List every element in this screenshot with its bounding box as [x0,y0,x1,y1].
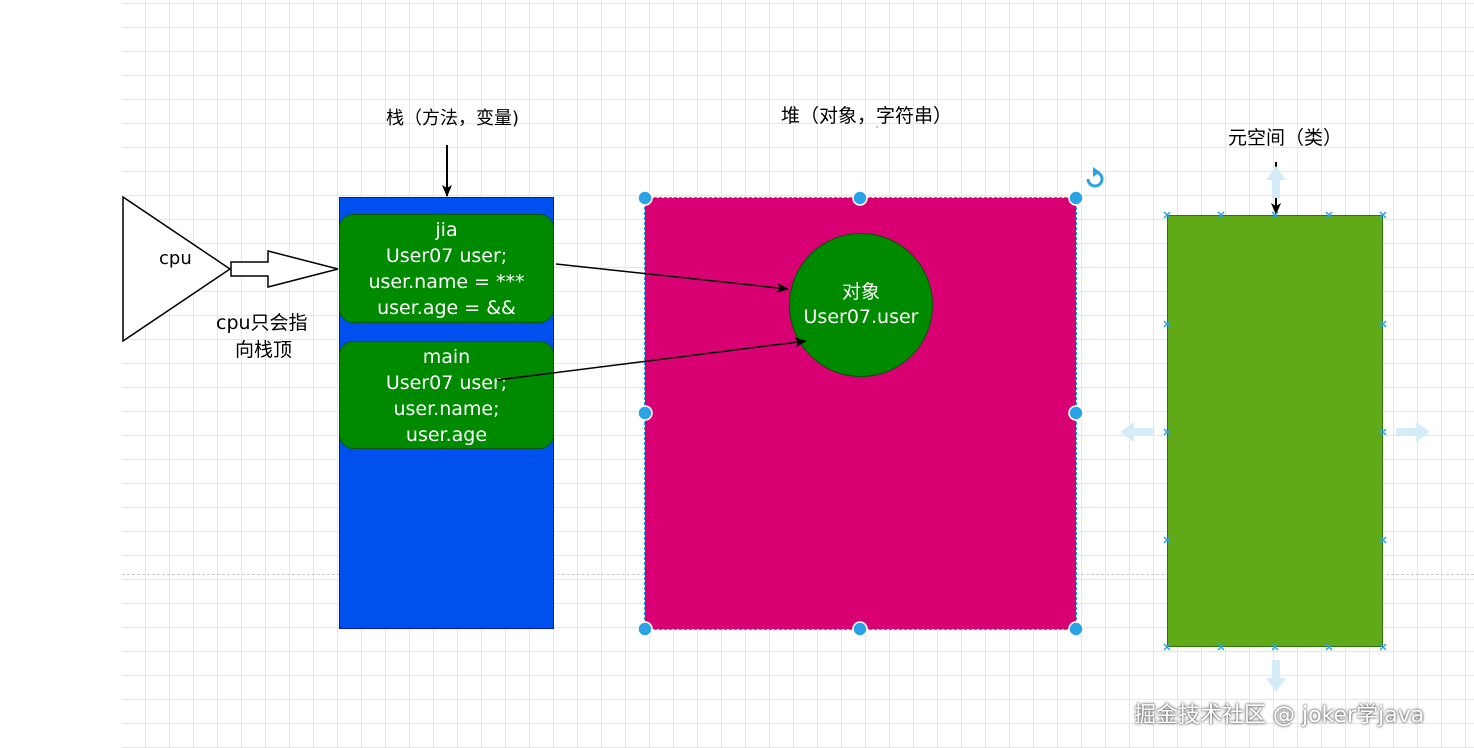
heap-title[interactable]: 堆（对象，字符串） [781,105,953,127]
stray-mark: ' [876,125,878,134]
metaspace-hover-arrows[interactable] [1120,166,1430,692]
frame-jia-line-4: user.age = && [377,297,516,319]
heap-object-circle[interactable]: 对象 User07.user [789,233,933,377]
metaspace-region[interactable] [1167,215,1383,647]
frame-main-line-3: user.name; [393,398,500,420]
frame-main-line-2: User07 user; [385,372,508,394]
heap-selection-handles[interactable] [637,190,1084,637]
frame-main-line-1: main [422,346,471,368]
stack-frame-main[interactable]: main User07 user; user.name; user.age [339,341,554,449]
cpu-label: cpu [159,248,192,269]
metaspace-connection-points[interactable] [1163,211,1387,651]
frame-jia-line-3: user.name = *** [368,271,525,293]
cpu-to-stack-arrow[interactable] [230,250,339,288]
object-label-line2: User07.user [803,306,919,328]
cpu-note-line1[interactable]: cpu只会指 [216,312,308,334]
frame-jia-line-2: User07 user; [385,245,508,267]
cpu-note-line2[interactable]: 向栈顶 [235,339,293,361]
watermark: 掘金技术社区 @ joker学java [1134,703,1425,728]
rotate-icon[interactable] [1086,167,1104,188]
frame-jia-line-1: jia [435,219,458,241]
cpu-triangle[interactable] [122,195,232,343]
stack-title[interactable]: 栈（方法，变量) [386,108,520,129]
jia-reference-arrow[interactable] [555,263,789,293]
stack-frame-jia[interactable]: jia User07 user; user.name = *** user.ag… [339,214,554,323]
metaspace-title[interactable]: 元空间（类） [1228,127,1343,149]
frame-main-line-4: user.age [405,424,488,446]
main-reference-arrow[interactable] [496,337,807,381]
object-label-line1: 对象 [841,281,880,303]
left-panel-strip [0,0,123,748]
